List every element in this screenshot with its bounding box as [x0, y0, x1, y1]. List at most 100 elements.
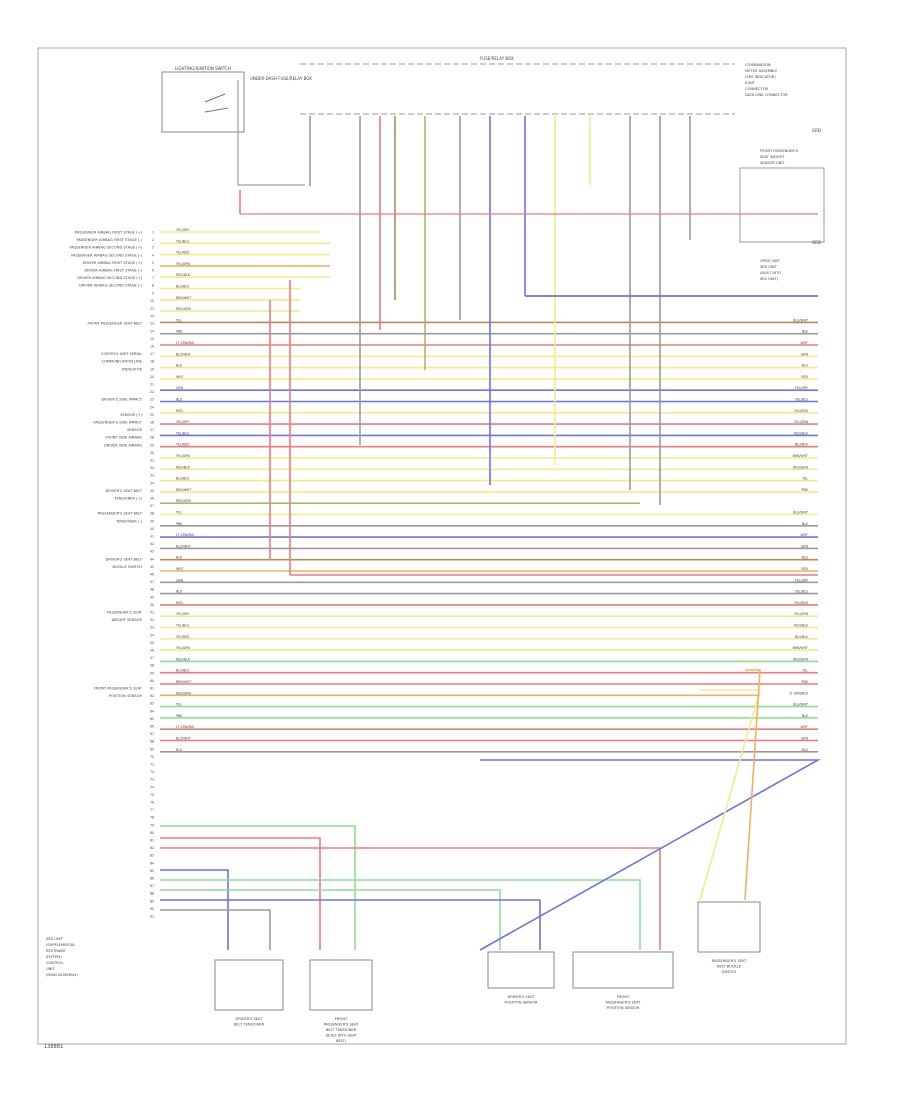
wire-label: BRN/WHT — [176, 488, 191, 492]
wire-branch — [744, 669, 761, 901]
wire-label-right: YEL/RED — [795, 601, 809, 605]
pin-label: INDICATOR — [122, 367, 142, 371]
wire-label: LT GRN/BLK — [176, 341, 195, 345]
pin-number: 55 — [150, 641, 154, 645]
component-box — [309, 959, 373, 1011]
pin-label: CONTROL UNIT SERIAL — [101, 352, 142, 356]
pin-number: 11 — [150, 307, 154, 311]
pin-number: 77 — [150, 808, 154, 812]
fuse-box-label: FUSE/RELAY BOX — [480, 56, 514, 61]
wire-label: RED/BLK — [176, 273, 191, 277]
left-note-line: RESTRAINT — [46, 949, 67, 953]
pin-number: 14 — [150, 329, 154, 333]
wire-label: BLU/BLK — [176, 477, 190, 481]
wire-label-right: GRN — [801, 352, 809, 356]
wire-label: YEL/GRN — [176, 262, 190, 266]
wire-branch — [160, 889, 501, 950]
pin-number: 76 — [150, 801, 154, 805]
pin-number: 6 — [152, 269, 154, 273]
top-right-note: METER ASSEMBLY — [745, 69, 778, 73]
wire-label: YEL/GRY — [176, 228, 189, 232]
pin-label: SENSOR (+) — [120, 413, 142, 417]
wire-branch — [699, 689, 762, 901]
wire-label-right: RED/GRN — [793, 465, 808, 469]
pin-number: 31 — [150, 459, 154, 463]
vertical-wire-group — [160, 116, 822, 951]
wire-label: PNK — [176, 714, 183, 718]
wire-label-right: BLU/BLK — [795, 635, 809, 639]
pin-number: 88 — [150, 892, 154, 896]
wire-label: BRN/WHT — [176, 680, 191, 684]
pin-label: SENSOR — [127, 428, 142, 432]
pin-number: 33 — [150, 474, 154, 478]
pin-number: 52 — [150, 618, 154, 622]
left-note-line: UNIT — [46, 967, 55, 971]
top-right-note: CONNECTOR — [745, 87, 769, 91]
wire-label-right: YEL — [802, 669, 808, 673]
pin-number: 38 — [150, 512, 154, 516]
wire-label: GRN — [176, 386, 184, 390]
wire-branch — [160, 825, 356, 950]
pin-number: 72 — [150, 770, 154, 774]
pin-number: 42 — [150, 542, 154, 546]
pin-number: 7 — [152, 276, 154, 280]
pin-number: 74 — [150, 785, 154, 789]
left-note: SRS UNIT(SUPPLEMENTALRESTRAINTSYSTEM)CON… — [46, 937, 78, 977]
component-label: FRONT — [617, 995, 630, 999]
wire-label: YEL/BLU — [176, 431, 190, 435]
wire-label-right: WHT — [801, 533, 809, 537]
wire-label-right: WHT — [801, 725, 809, 729]
wire-label: LT GRN/BLK — [176, 725, 195, 729]
component-label: POSITION SENSOR — [504, 1001, 538, 1005]
wire-label-right: BLU — [802, 364, 809, 368]
wire-label: GRN — [176, 578, 184, 582]
pin-number: 86 — [150, 877, 154, 881]
pin-number: 58 — [150, 664, 154, 668]
wire-branch — [160, 847, 661, 950]
pin-number: 85 — [150, 869, 154, 873]
pin-number: 50 — [150, 603, 154, 607]
pin-number: 22 — [150, 390, 154, 394]
wire-label-right: YEL — [802, 477, 808, 481]
pin-label: PASSENGER AIRBAG FIRST STAGE (-) — [76, 238, 142, 242]
pin-number: 17 — [150, 352, 154, 356]
wire-label-right: BLU — [802, 748, 809, 752]
underdash-label: UNDER-DASH FUSE/RELAY BOX — [250, 76, 312, 81]
right-note-lower: OPDS UNIT — [760, 259, 781, 263]
pin-number: 39 — [150, 519, 154, 523]
top-right-note: JOINT — [744, 81, 756, 85]
pin-label: DRIVER AIRBAG FIRST STAGE (+) — [83, 261, 143, 265]
pin-number: 3 — [152, 246, 154, 250]
pin-number: 5 — [152, 261, 154, 265]
pin-number: 29 — [150, 443, 154, 447]
pin-label: FRONT PASSENGER'S SEAT — [94, 687, 143, 691]
wire-label-right: BLU — [802, 556, 809, 560]
pin-number: 35 — [150, 489, 154, 493]
pin-number: 15 — [150, 337, 154, 341]
right-note-lower: (BUILT INTO — [760, 271, 781, 275]
wire-branch — [160, 899, 541, 950]
component-label: SWITCH — [722, 970, 736, 974]
top-right-note: (SRS INDICATOR) — [745, 75, 776, 79]
pin-label: TENSIONER (-) — [115, 519, 143, 523]
pin-number: 37 — [150, 504, 154, 508]
component-label: PASSENGER'S SEAT — [606, 1001, 642, 1005]
pin-label: FRONT PASSENGER SEAT BELT — [87, 322, 142, 326]
pin-number: 30 — [150, 451, 154, 455]
wire-label-right: WHT — [801, 341, 809, 345]
bottom-left-code: 138881 — [44, 1044, 63, 1050]
wire-label-right: YEL/BLU — [795, 590, 809, 594]
pin-number: 80 — [150, 831, 154, 835]
wire-label: RED/GRN — [176, 691, 191, 695]
top-right-note: DATA LINK CONNECTOR — [745, 93, 788, 97]
wire-label-right: LT GRN/BLK — [790, 691, 809, 695]
pin-number: 8 — [152, 284, 154, 288]
pin-number: 44 — [150, 557, 154, 561]
pin-number: 69 — [150, 747, 154, 751]
pin-label: PASSENGER'S SIDE IMPACT — [93, 421, 142, 425]
pin-label: PASSENGER AIRBAG FIRST STAGE (+) — [75, 231, 143, 235]
pin-number: 81 — [150, 839, 154, 843]
pin-number: 9 — [152, 291, 154, 295]
pin-label: PASSENGER'S SEAT BELT — [98, 512, 143, 516]
